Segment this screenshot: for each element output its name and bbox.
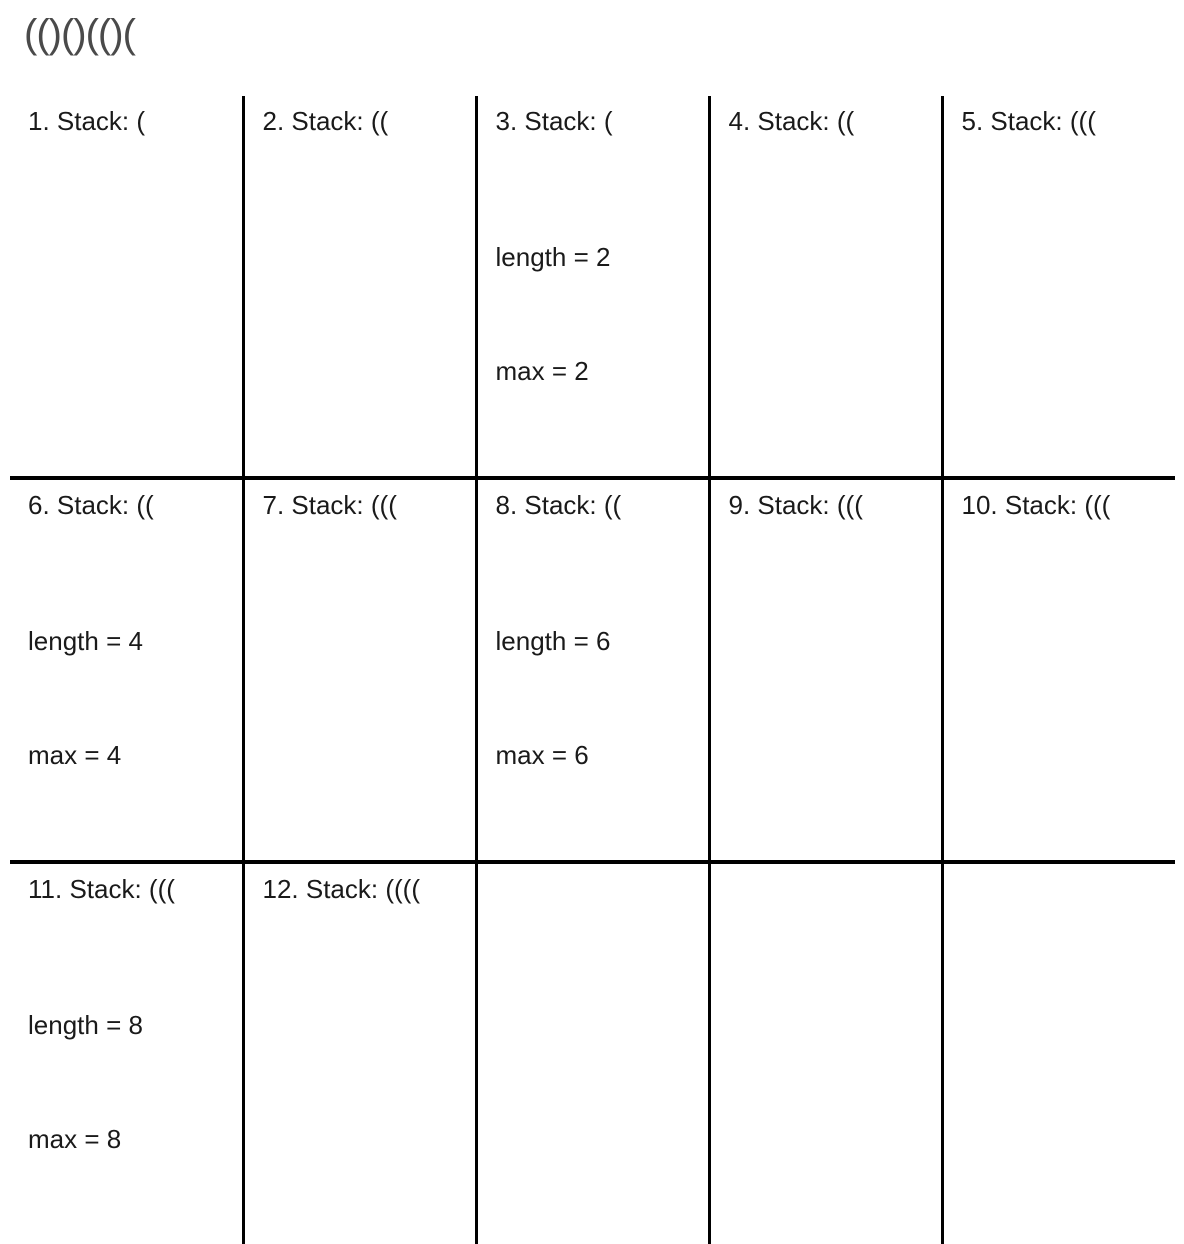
- trace-cell-metrics: length = 6 max = 6: [496, 546, 708, 850]
- trace-cell-metrics: length = 2 max = 2: [496, 162, 708, 466]
- trace-cell-12: 12. Stack: ((((: [241, 862, 476, 1244]
- trace-cell-metrics: [263, 546, 475, 774]
- trace-cell-heading: 5. Stack: (((: [961, 106, 1096, 136]
- trace-cell-metrics: [263, 162, 475, 390]
- trace-cell-heading: 2. Stack: ((: [262, 106, 389, 136]
- trace-cell-11: 11. Stack: ((( length = 8 max = 8: [10, 862, 243, 1244]
- metric-max: max = 8: [28, 1124, 122, 1154]
- trace-cell-heading: 6. Stack: ((: [28, 490, 154, 520]
- trace-cell-metrics: length = 8 max = 8: [28, 930, 242, 1234]
- trace-cell-empty-13: [474, 862, 709, 1244]
- trace-cell-heading: 9. Stack: (((: [728, 490, 863, 520]
- trace-cell-8: 8. Stack: (( length = 6 max = 6: [474, 478, 709, 864]
- trace-cell-metrics: [263, 930, 475, 1158]
- metric-length: length = 4: [28, 626, 143, 656]
- trace-cell-7: 7. Stack: (((: [241, 478, 476, 864]
- trace-cell-heading: 7. Stack: (((: [262, 490, 397, 520]
- trace-cell-heading: 10. Stack: (((: [961, 490, 1111, 520]
- trace-cell-metrics: [28, 162, 242, 390]
- trace-cell-heading: 1. Stack: (: [28, 106, 146, 136]
- trace-cell-2: 2. Stack: ((: [241, 96, 476, 480]
- trace-cell-heading: 11. Stack: (((: [28, 874, 175, 904]
- trace-cell-3: 3. Stack: ( length = 2 max = 2: [474, 96, 709, 480]
- trace-cell-9: 9. Stack: (((: [707, 478, 942, 864]
- table-row: 1. Stack: ( 2. Stack: (( 3. Stack: (: [10, 96, 1176, 480]
- stack-trace-table: 1. Stack: ( 2. Stack: (( 3. Stack: (: [10, 96, 1175, 1244]
- metric-max: max = 6: [495, 740, 589, 770]
- trace-cell-1: 1. Stack: (: [10, 96, 243, 480]
- trace-cell-metrics: [729, 162, 941, 390]
- metric-length: length = 6: [495, 626, 611, 656]
- trace-cell-heading: 4. Stack: ((: [728, 106, 855, 136]
- metric-max: max = 4: [28, 740, 122, 770]
- trace-cell-4: 4. Stack: ((: [707, 96, 942, 480]
- trace-cell-metrics: [729, 546, 941, 774]
- trace-cell-empty-14: [707, 862, 942, 1244]
- metric-length: length = 8: [28, 1010, 143, 1040]
- trace-cell-metrics: [962, 546, 1176, 774]
- metric-max: max = 2: [495, 356, 589, 386]
- table-row: 6. Stack: (( length = 4 max = 4 7. Stack…: [10, 478, 1176, 864]
- trace-cell-5: 5. Stack: (((: [940, 96, 1176, 480]
- trace-cell-empty-15: [940, 862, 1175, 1244]
- page-title: (()()(()(: [24, 12, 136, 56]
- table-row: 11. Stack: ((( length = 8 max = 8 12. St…: [10, 862, 1175, 1244]
- trace-cell-heading: 8. Stack: ((: [495, 490, 622, 520]
- metric-length: length = 2: [495, 242, 611, 272]
- trace-cell-heading: 12. Stack: ((((: [262, 874, 420, 904]
- trace-cell-6: 6. Stack: (( length = 4 max = 4: [10, 478, 243, 864]
- trace-cell-metrics: [962, 162, 1176, 390]
- trace-page: (()()(()( 1. Stack: ( 2. Stack: ((: [10, 12, 1175, 1244]
- trace-cell-metrics: length = 4 max = 4: [28, 546, 242, 850]
- trace-cell-heading: 3. Stack: (: [495, 106, 613, 136]
- trace-cell-10: 10. Stack: (((: [940, 478, 1176, 864]
- trace-table-body: 1. Stack: ( 2. Stack: (( 3. Stack: (: [10, 96, 1175, 1244]
